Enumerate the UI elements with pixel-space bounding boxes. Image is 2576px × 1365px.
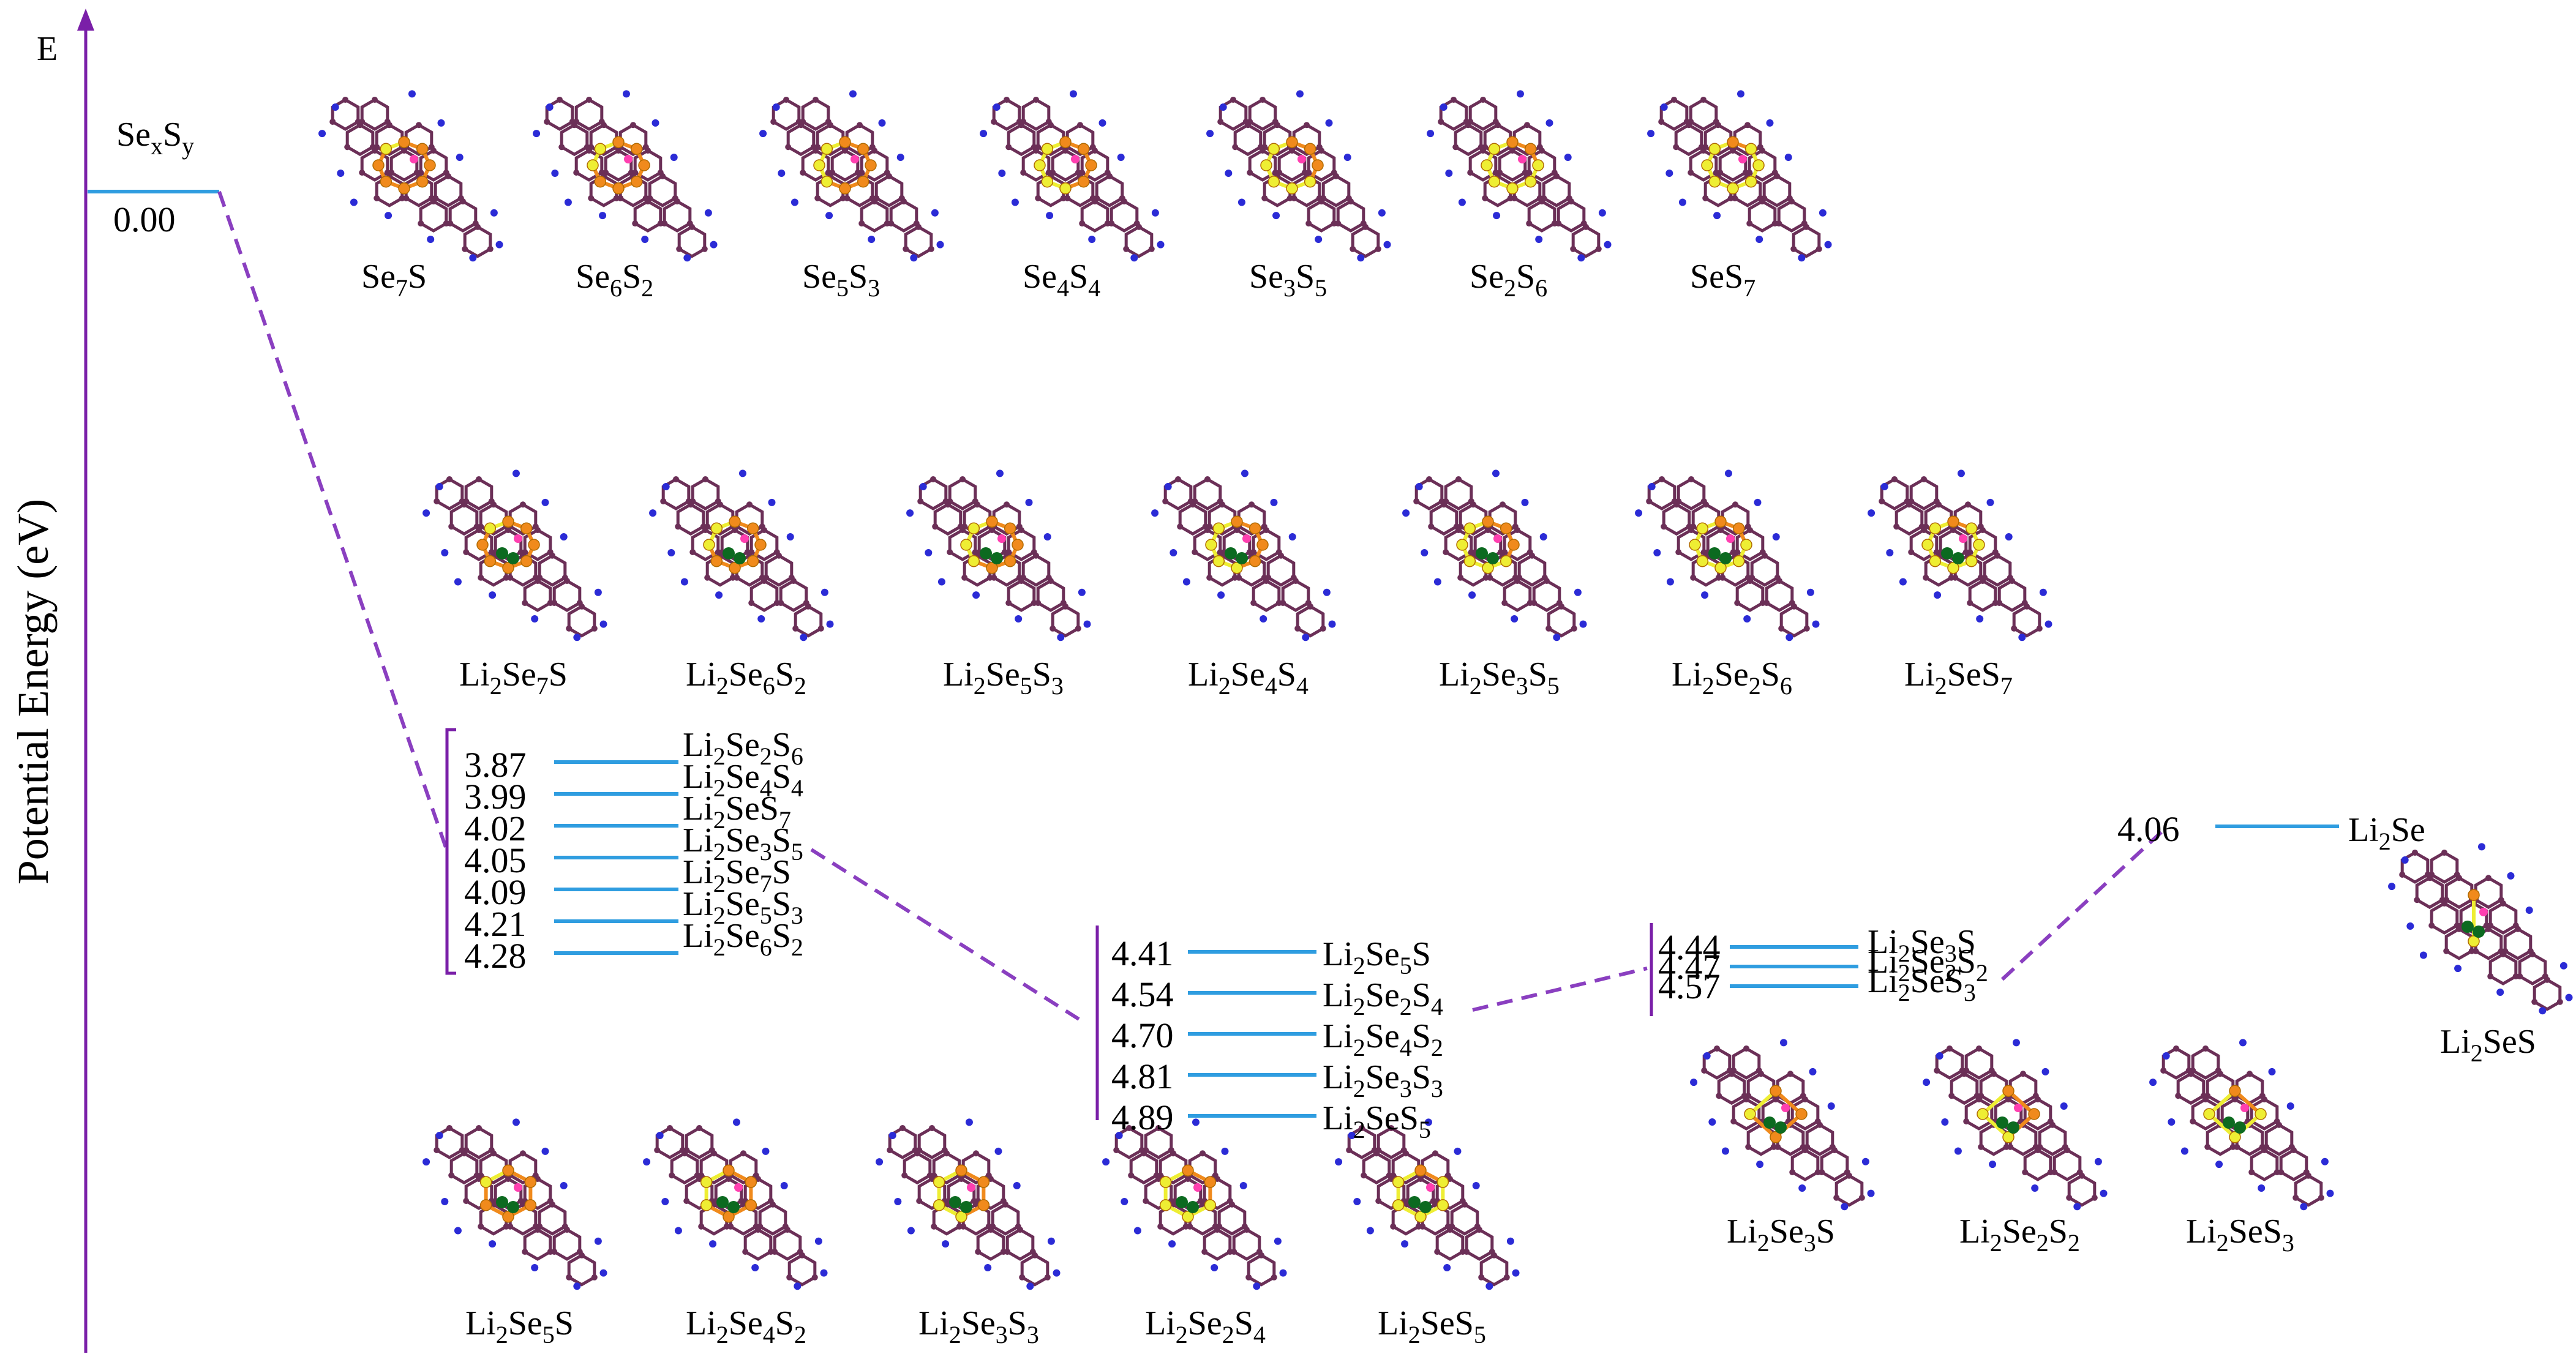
- structure-label-group3-2: Li2Se4S2: [686, 1304, 806, 1348]
- group3-level-label-5: Li2SeS5: [1323, 1099, 1431, 1143]
- reaction-path: [217, 191, 2169, 1021]
- structure-group4-1: [1690, 1039, 1875, 1211]
- structure-group2-3: [906, 469, 1091, 641]
- group4-level-label-3: Li2SeS3: [1868, 962, 1976, 1006]
- structure-group3-1: [422, 1118, 607, 1290]
- structure-label-group3-4: Li2Se2S4: [1145, 1304, 1266, 1348]
- start-level-label: SexSy: [116, 116, 194, 160]
- group2-level-value-3: 4.02: [464, 809, 527, 848]
- structure-group1-4: [980, 90, 1165, 262]
- structure-label-group2-3: Li2Se5S3: [943, 656, 1064, 700]
- group4-level-value-3: 4.57: [1658, 967, 1721, 1006]
- structure-label-group4-2: Li2Se2S2: [1959, 1213, 2080, 1257]
- structure-group3-4: [1102, 1118, 1287, 1290]
- group2-level-label-1: Li2Se2S6: [683, 726, 803, 770]
- structure-group4-3: [2149, 1039, 2334, 1211]
- structure-group1-3: [759, 90, 944, 262]
- group3-level-value-3: 4.70: [1111, 1015, 1174, 1055]
- structure-group4-2: [1923, 1039, 2108, 1211]
- structure-label-group2-2: Li2Se6S2: [686, 656, 806, 700]
- group3-level-value-5: 4.89: [1111, 1098, 1174, 1137]
- group2-level-value-5: 4.09: [464, 872, 527, 912]
- group5-level-value-1: 4.06: [2117, 809, 2180, 849]
- structure-label-group4-3: Li2SeS3: [2186, 1213, 2294, 1257]
- structure-label-group2-4: Li2Se4S4: [1188, 656, 1309, 700]
- structure-label-group2-1: Li2Se7S: [459, 656, 568, 700]
- structure-label-group1-2: Se6S2: [576, 258, 653, 302]
- group4-level-value-2: 4.47: [1658, 947, 1721, 987]
- group3-level-label-4: Li2Se3S3: [1323, 1058, 1443, 1102]
- group2-level-label-4: Li2Se3S5: [683, 821, 803, 866]
- group3-level-label-3: Li2Se4S2: [1323, 1017, 1443, 1061]
- energy-axis-arrowhead: [77, 9, 94, 31]
- structure-group5-1: [2388, 843, 2573, 1015]
- group4-level-value-1: 4.44: [1658, 927, 1721, 967]
- structure-label-group1-4: Se4S4: [1023, 258, 1100, 302]
- structure-label-group2-5: Li2Se3S5: [1439, 656, 1560, 700]
- group2-level-value-7: 4.28: [464, 936, 527, 976]
- structure-label-group4-1: Li2Se3S: [1727, 1213, 1835, 1257]
- structure-label-group1-6: Se2S6: [1470, 258, 1547, 302]
- group2-level-label-5: Li2Se7S: [683, 853, 791, 897]
- structure-label-group5-1: Li2SeS: [2440, 1023, 2536, 1067]
- group3-level-label-1: Li2Se5S: [1323, 935, 1431, 979]
- structure-label-group2-6: Li2Se2S6: [1672, 656, 1792, 700]
- group3-level-label-2: Li2Se2S4: [1323, 976, 1443, 1020]
- group3-level-value-2: 4.54: [1111, 974, 1174, 1014]
- structure-label-group3-1: Li2Se5S: [465, 1304, 574, 1348]
- group2-level-label-7: Li2Se6S2: [683, 917, 803, 961]
- structure-group1-6: [1427, 90, 1612, 262]
- energy-axis-letter: E: [37, 30, 58, 68]
- group4-level-label-2: Li2Se2S2: [1868, 943, 1988, 987]
- group3-level-value-4: 4.81: [1111, 1056, 1174, 1096]
- group2-level-label-6: Li2Se5S3: [683, 885, 803, 929]
- group2-level-value-6: 4.21: [464, 904, 527, 944]
- structure-group2-6: [1635, 469, 1820, 641]
- structure-label-group3-5: Li2SeS5: [1378, 1304, 1486, 1348]
- group2-level-value-1: 3.87: [464, 745, 527, 785]
- structure-labels: Se7S Se6S2 Se5S3 Se4S4 Se3S5 Se2S6 SeS7Li2Se7S…: [361, 258, 2536, 1348]
- structure-group2-4: [1151, 469, 1336, 641]
- structure-group1-7: [1647, 90, 1832, 262]
- structure-group1-1: [318, 90, 503, 262]
- structure-group1-2: [533, 90, 718, 262]
- structure-group3-2: [643, 1118, 828, 1290]
- structure-label-group1-1: Se7S: [361, 258, 427, 302]
- energy-levels: 3.873.994.024.054.094.214.28 4.414.544.70…: [464, 745, 2339, 1137]
- structure-label-group1-7: SeS7: [1690, 258, 1756, 302]
- start-level-value: 0.00: [113, 200, 176, 239]
- group2-level-label-3: Li2SeS7: [683, 790, 791, 834]
- structure-group3-5: [1335, 1118, 1520, 1290]
- structure-label-group2-7: Li2SeS7: [1904, 656, 2013, 700]
- group4-level-label-1: Li2Se3S: [1868, 923, 1976, 967]
- y-axis-title: Potential Energy (eV): [9, 499, 58, 885]
- structure-group1-5: [1206, 90, 1391, 262]
- structure-label-group1-3: Se5S3: [802, 258, 880, 302]
- structure-group2-2: [649, 469, 834, 641]
- group5-level-label-1: Li2Se: [2348, 811, 2425, 855]
- structure-group2-7: [1868, 469, 2052, 641]
- structure-label-group1-5: Se3S5: [1249, 258, 1327, 302]
- group3-level-value-1: 4.41: [1111, 933, 1174, 973]
- group2-level-label-2: Li2Se4S4: [683, 758, 803, 802]
- structure-label-group3-3: Li2Se3S3: [918, 1304, 1039, 1348]
- group2-level-value-4: 4.05: [464, 840, 527, 880]
- structure-group2-5: [1402, 469, 1587, 641]
- molecular-structures: [318, 90, 2573, 1290]
- group2-level-value-2: 3.99: [464, 777, 527, 817]
- structure-group3-3: [876, 1118, 1061, 1290]
- group2-bracket: [445, 728, 456, 975]
- structure-group2-1: [422, 469, 607, 641]
